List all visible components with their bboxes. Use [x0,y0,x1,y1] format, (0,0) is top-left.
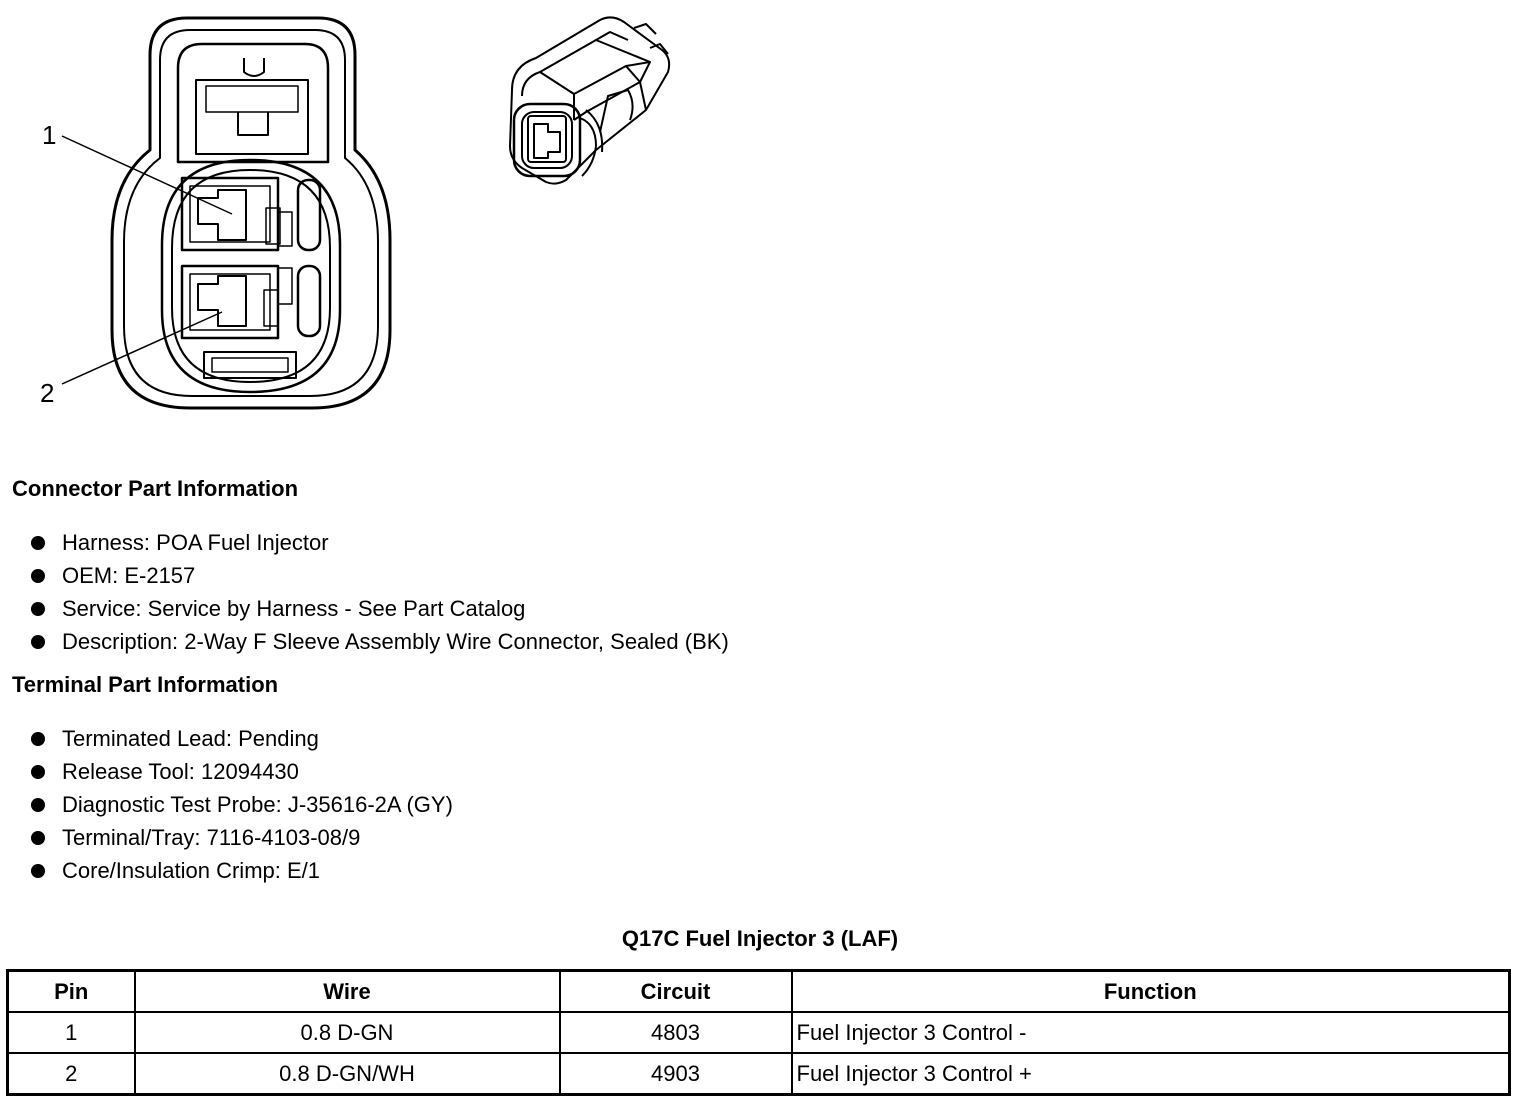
cell-circuit: 4903 [558,1052,793,1096]
bullet-icon [31,732,45,746]
cell-wire: 0.8 D-GN/WH [133,1052,561,1096]
cell-wire: 0.8 D-GN [133,1011,561,1054]
connector-diagram: 1 2 [40,16,671,410]
column-header-wire: Wire [133,969,561,1013]
list-item: Release Tool: 12094430 [30,755,453,788]
connector-3d-view [509,16,671,185]
latch-outline [176,42,330,164]
connector-face-outline [160,158,342,394]
bullet-icon [31,798,45,812]
terminal-info-list: Terminated Lead: Pending Release Tool: 1… [30,722,453,887]
column-header-pin: Pin [6,969,136,1013]
connector-info-list: Harness: POA Fuel Injector OEM: E-2157 S… [30,526,729,658]
connector-info-heading: Connector Part Information [12,476,299,501]
list-item: OEM: E-2157 [30,559,729,592]
table-row: 2 0.8 D-GN/WH 4903 Fuel Injector 3 Contr… [6,1052,1511,1096]
cell-function: Fuel Injector 3 Control - [790,1011,1511,1054]
column-header-circuit: Circuit [558,969,793,1013]
list-item: Service: Service by Harness - See Part C… [30,592,729,625]
list-item: Terminated Lead: Pending [30,722,453,755]
cell-circuit: 4803 [558,1011,793,1054]
list-item: Core/Insulation Crimp: E/1 [30,854,453,887]
bullet-icon [31,569,45,583]
bullet-icon [31,536,45,550]
bullet-icon [31,602,45,616]
cell-pin: 2 [6,1052,136,1096]
list-item: Description: 2-Way F Sleeve Assembly Wir… [30,625,729,658]
bullet-icon [31,765,45,779]
column-header-function: Function [790,969,1511,1013]
list-item: Terminal/Tray: 7116-4103-08/9 [30,821,453,854]
pin-table: Pin Wire Circuit Function 1 0.8 D-GN 480… [6,969,1511,1096]
callout-label-1: 1 [42,120,56,150]
table-header-row: Pin Wire Circuit Function [6,969,1511,1013]
callout-label-2: 2 [40,378,54,408]
terminal-info-heading: Terminal Part Information [12,672,279,697]
pin-table-title: Q17C Fuel Injector 3 (LAF) [621,926,899,951]
list-item: Diagnostic Test Probe: J-35616-2A (GY) [30,788,453,821]
cell-pin: 1 [6,1011,136,1054]
bullet-icon [31,635,45,649]
cell-function: Fuel Injector 3 Control + [790,1052,1511,1096]
connector-housing-outline [110,16,392,410]
bullet-icon [31,831,45,845]
table-row: 1 0.8 D-GN 4803 Fuel Injector 3 Control … [6,1011,1511,1054]
list-item: Harness: POA Fuel Injector [30,526,729,559]
bullet-icon [31,864,45,878]
